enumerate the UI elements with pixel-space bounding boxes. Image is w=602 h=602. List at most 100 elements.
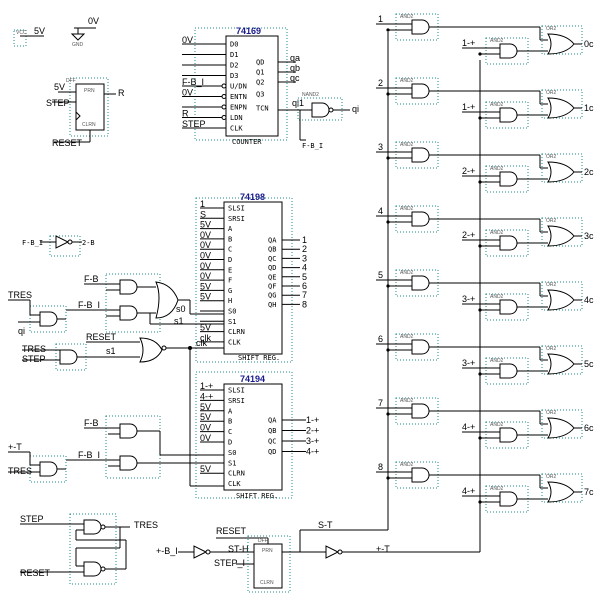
qi-out-label: qi	[352, 104, 359, 114]
sr194-in-net: 5V	[200, 464, 211, 474]
sr198-out-net: 8	[302, 299, 307, 309]
stage-out-label: 0c	[584, 39, 594, 49]
dff-clrn-label: CLRN	[82, 122, 96, 128]
stage-net-label: 6	[378, 334, 383, 344]
stage-sec-label: 3-+	[462, 358, 475, 368]
sr198-pin-c: C	[228, 246, 232, 254]
and2-stage-gate	[499, 427, 518, 443]
dff-clk-net: STEP	[46, 98, 70, 108]
stage-junction	[386, 28, 390, 32]
sr194-pin-a: A	[228, 407, 233, 415]
sr198-pin-g: G	[228, 287, 232, 295]
sr198-pin-s0: S0	[228, 308, 236, 316]
sr198-out-net: 7	[302, 290, 307, 300]
counter-pin-d0: D0	[230, 41, 238, 49]
decoder-array: AND21AND21-+OR20cAND22AND21-+OR21cAND23A…	[376, 13, 594, 552]
and2-stage-gate	[499, 235, 518, 251]
sr194-in-net: 0V	[200, 423, 211, 433]
sr194-pin-clrn: CLRN	[228, 470, 245, 478]
sr198-out-net: 4	[302, 263, 307, 273]
stage-junction	[386, 348, 390, 352]
not-bottom-1	[193, 545, 208, 559]
sr198-pin-clrn: CLRN	[228, 328, 245, 336]
sr194-pin-qa: QA	[268, 417, 277, 425]
or-stage-label: OR2	[546, 346, 557, 352]
counter-pin-q1: Q1	[256, 69, 264, 77]
dff-r: DFF PRN CLRN 5V STEP R RESET	[46, 77, 125, 148]
net-step-2: STEP	[20, 514, 44, 524]
gnd-0v-label: 0V	[88, 16, 99, 26]
or-stage-box	[541, 281, 583, 311]
and-stage-gate	[411, 403, 430, 419]
net-tres-4: TRES	[134, 520, 158, 530]
net-step-i: STEP_I	[214, 558, 245, 568]
sr198-pin-qh: QH	[268, 301, 276, 309]
or-stage-label: OR2	[546, 474, 557, 480]
sr198-pin-clk: CLK	[228, 338, 241, 346]
sr194-pin-c: C	[228, 428, 232, 436]
sr198-pin-e: E	[228, 266, 232, 274]
counter-pin-enpn: ENPN	[230, 104, 247, 112]
stage-net-label: 3	[378, 142, 383, 152]
stage-out-label: 2c	[584, 167, 594, 177]
stage-net-label: 2	[378, 78, 383, 88]
net-fb-1: F-B	[84, 274, 99, 284]
dff-d-net: 5V	[54, 82, 65, 92]
stage-out-label: 4c	[584, 295, 594, 305]
stage-out-label: 6c	[584, 423, 594, 433]
fb-feedback-label: F-B_I	[302, 142, 323, 150]
stage-junction-2	[478, 244, 482, 248]
sr194-out-net: 2-+	[306, 426, 319, 436]
sr194-pin-qb: QB	[268, 427, 276, 435]
not-fb-in: F-B_I	[22, 239, 43, 247]
left-logic: F-B F-B_I s0 TRES qi s1 TRES STEP R	[8, 273, 224, 487]
stage-out-label: 5c	[584, 359, 594, 369]
net-st: S-T	[318, 520, 333, 530]
or-stage-box	[541, 89, 583, 119]
and-stage-label: AND2	[400, 398, 414, 404]
and-top-2	[119, 305, 138, 321]
net-s1: s1	[174, 316, 184, 326]
sr194-pin-qc: QC	[268, 438, 276, 446]
sr194-in-net: 4-+	[200, 391, 213, 401]
dff-prn-label: PRN	[84, 88, 95, 94]
and2-stage-label: AND2	[490, 38, 504, 44]
sr198-pin-srsi: SRSI	[228, 215, 245, 223]
stage-junction-2	[478, 116, 482, 120]
sr198-in-net: 5V	[200, 292, 211, 302]
sr198-in-net: 5V	[200, 323, 211, 333]
bdff-type: DFF	[258, 538, 268, 544]
and-clk	[59, 349, 78, 365]
counter-in-net: 0V	[182, 88, 193, 98]
sr194-in-net: 0V	[200, 433, 211, 443]
sr194-pin-slsi: SLSI	[228, 387, 245, 395]
sr194-pin-clk: CLK	[228, 480, 241, 488]
and-stage-gate	[411, 339, 430, 355]
and-stage-gate	[411, 147, 430, 163]
nor-clk	[139, 337, 163, 363]
stage-net-label: 7	[378, 398, 383, 408]
or-stage-label: OR2	[546, 90, 557, 96]
net-tres-2: TRES	[22, 344, 46, 354]
bottom-latch: STEP RESET TRES	[20, 513, 158, 585]
dff-reset-net: RESET	[52, 138, 83, 148]
and-top-1	[119, 279, 138, 295]
stage-out-label: 1c	[584, 103, 594, 113]
sr198-pin-a: A	[228, 225, 233, 233]
sr198-out-net: 3	[302, 253, 307, 263]
stage-sec-label: 3-+	[462, 294, 475, 304]
sr198-in-net: 5V	[200, 220, 211, 230]
sr198-out-net: 5	[302, 272, 307, 282]
counter-in-net: F-B_I	[182, 77, 204, 87]
sr198-pin-f: F	[228, 277, 232, 285]
net-sth: ST-H	[228, 544, 249, 554]
counter-in-net: STEP	[182, 119, 206, 129]
sr198-in-net: 5V	[200, 281, 211, 291]
sr194-pins: SLSI1-+SRSI4-+A5VB5VC0VD0VS0S1CLRN5VCLKQ…	[200, 381, 319, 488]
sr198-in-net: S	[200, 209, 206, 219]
counter-pin-ldn: LDN	[230, 114, 243, 122]
counter-pins: D00VD1D2D3U/DNF-B_IENTN0VENPNLDNRCLKSTEP…	[182, 35, 304, 133]
counter-out-net: qa	[290, 53, 300, 63]
counter-pin-q2: Q2	[256, 79, 264, 87]
sr198-in-net: 0V	[200, 240, 211, 250]
